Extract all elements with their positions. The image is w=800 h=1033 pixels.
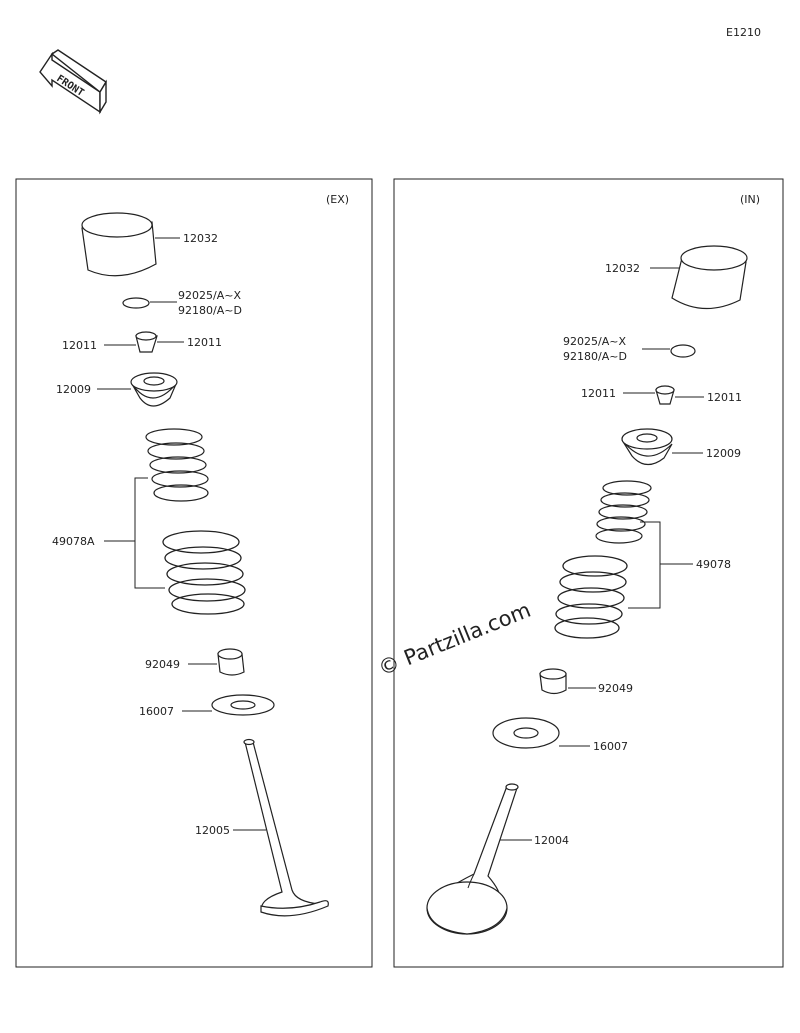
ex-spring-label: 49078A <box>52 535 95 548</box>
ex-shim-label-2: 92180/A~D <box>178 304 242 317</box>
ex-seat-label: 16007 <box>139 705 174 718</box>
in-valve-label: 12004 <box>534 834 569 847</box>
front-arrow-icon: FRONT <box>39 49 107 115</box>
in-spring-inner <box>595 480 652 544</box>
ex-tappet-label: 12032 <box>183 232 218 245</box>
ex-spring-seat <box>211 694 275 716</box>
ex-valve-seal <box>217 648 245 676</box>
exhaust-section-label: (EX) <box>326 193 349 206</box>
in-valve <box>426 783 519 935</box>
in-retainer-label: 12009 <box>706 447 741 460</box>
ex-retainer <box>130 372 178 407</box>
ex-spring-inner <box>145 428 209 502</box>
intake-panel <box>393 178 784 968</box>
in-cotter <box>655 385 675 405</box>
in-spring-seat <box>492 717 560 749</box>
ex-shim-label-1: 92025/A~X <box>178 289 241 302</box>
ex-cotter <box>135 331 158 353</box>
ex-spring-outer <box>162 530 246 615</box>
in-valve-seal <box>539 668 567 695</box>
in-shim-label-1: 92025/A~X <box>563 335 626 348</box>
in-tappet <box>671 245 748 310</box>
ex-retainer-label: 12009 <box>56 383 91 396</box>
diagram-code: E1210 <box>726 26 761 39</box>
ex-tappet <box>81 212 157 277</box>
in-shim <box>670 344 696 358</box>
intake-section-label: (IN) <box>740 193 760 206</box>
in-shim-label-2: 92180/A~D <box>563 350 627 363</box>
ex-valve-label: 12005 <box>195 824 230 837</box>
in-cotter-left-label: 12011 <box>581 387 616 400</box>
in-cotter-right-label: 12011 <box>707 391 742 404</box>
ex-cotter-left-label: 12011 <box>62 339 97 352</box>
in-spring-outer <box>554 555 628 639</box>
ex-valve <box>243 738 329 917</box>
in-seal-label: 92049 <box>598 682 633 695</box>
ex-cotter-right-label: 12011 <box>187 336 222 349</box>
watermark: © Partzilla.com <box>375 598 534 681</box>
in-spring-label: 49078 <box>696 558 731 571</box>
in-retainer <box>621 428 673 466</box>
ex-shim <box>122 297 150 309</box>
exhaust-panel <box>15 178 373 968</box>
in-tappet-label: 12032 <box>605 262 640 275</box>
in-seat-label: 16007 <box>593 740 628 753</box>
ex-seal-label: 92049 <box>145 658 180 671</box>
